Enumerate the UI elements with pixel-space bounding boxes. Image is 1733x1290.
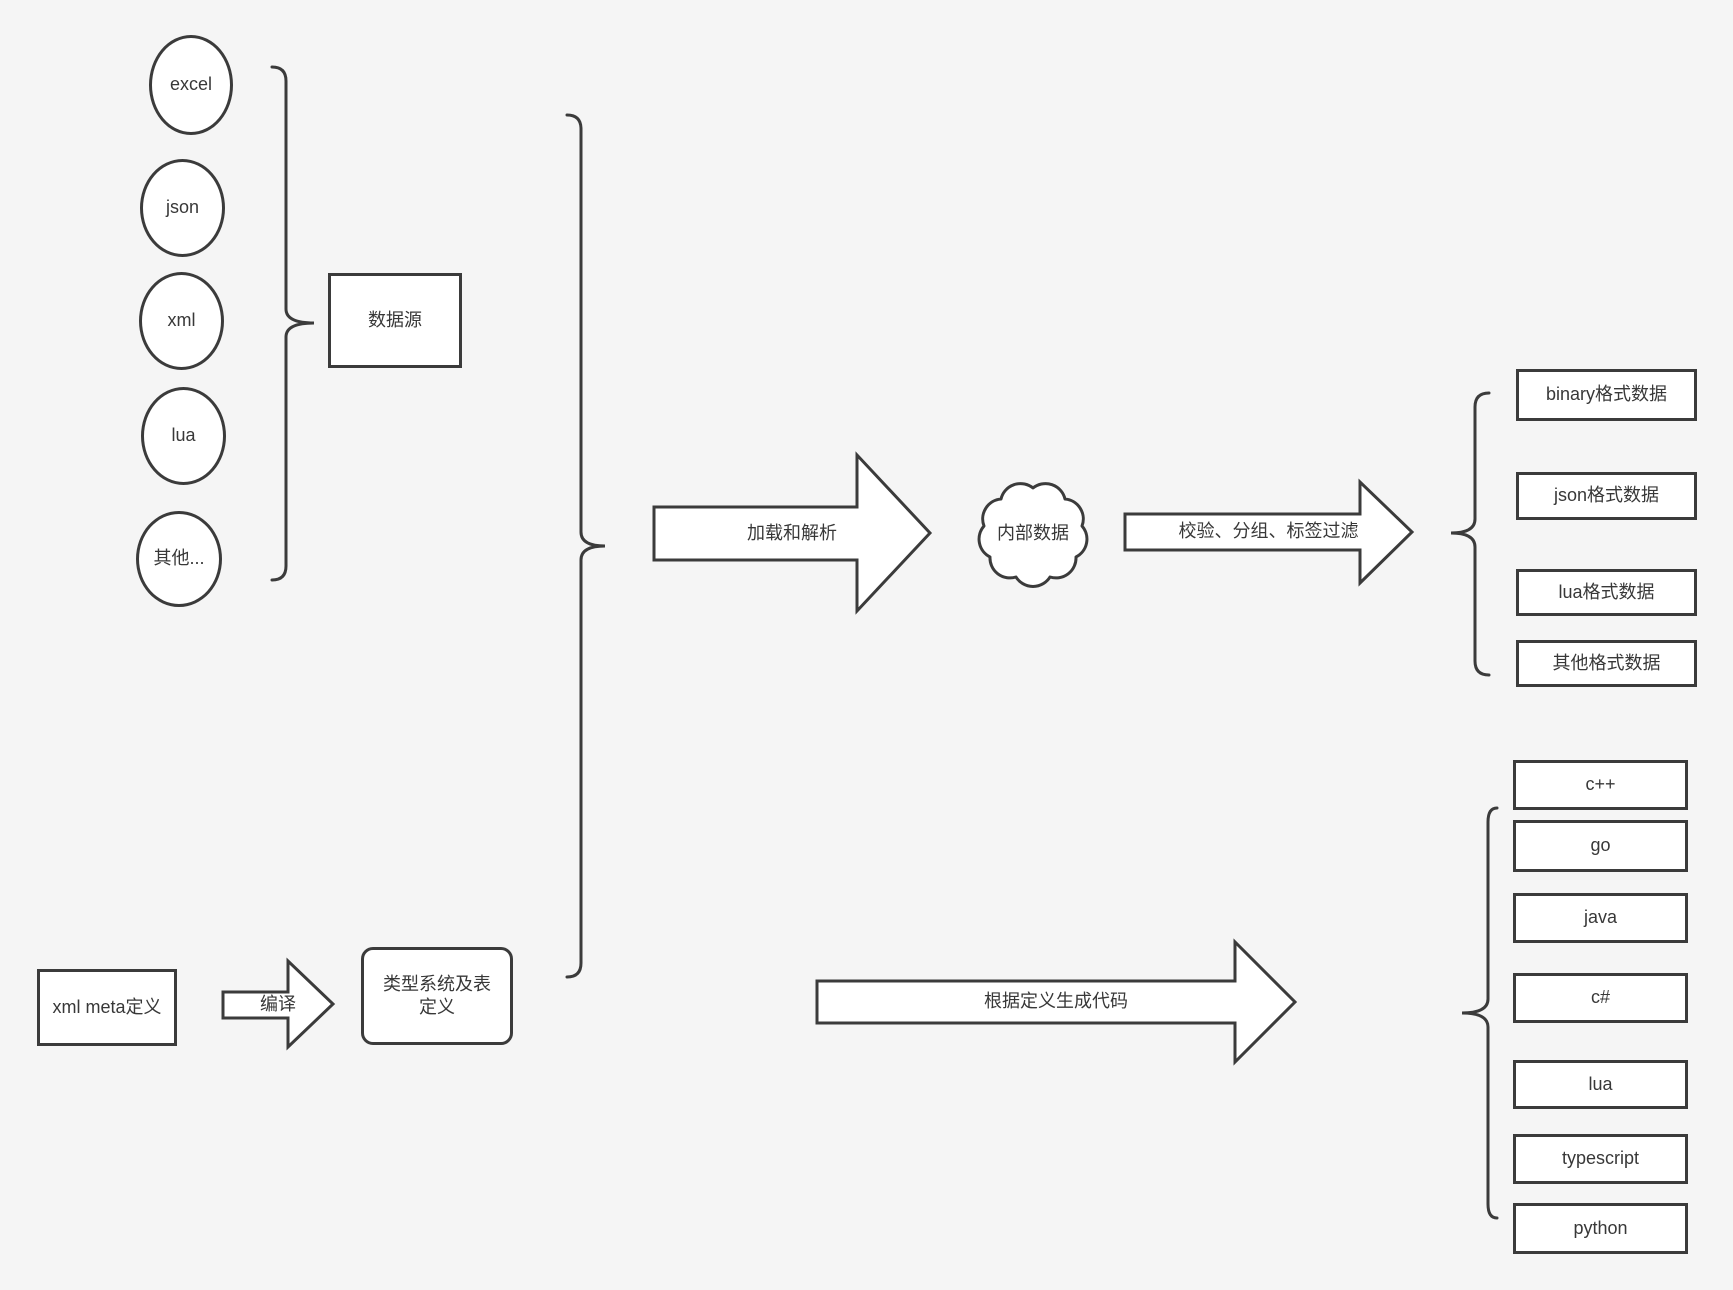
sources-group-brace: [272, 67, 314, 580]
format-box-binary: binary格式数据: [1516, 369, 1697, 421]
source-node-xml: xml: [139, 272, 224, 370]
format-box-json: json格式数据: [1516, 472, 1697, 520]
source-node-lua: lua: [141, 387, 226, 485]
type-system-box: 类型系统及表定义: [361, 947, 513, 1045]
language-box-java: java: [1513, 893, 1688, 943]
format-box-other: 其他格式数据: [1516, 640, 1697, 687]
language-box-python: python: [1513, 1203, 1688, 1254]
language-box-go: go: [1513, 820, 1688, 872]
source-node-excel: excel: [149, 35, 233, 135]
language-box-lua: lua: [1513, 1060, 1688, 1109]
source-node-json: json: [140, 159, 225, 257]
xml-meta-definition-box: xml meta定义: [37, 969, 177, 1046]
filter-arrow-shape: [1125, 482, 1412, 583]
generate-arrow-shape: [817, 942, 1295, 1062]
type-system-label: 类型系统及表定义: [383, 973, 491, 1017]
source-node-other: 其他...: [136, 511, 222, 607]
xml-meta-definition-label: xml meta定义: [52, 996, 162, 1017]
format-box-lua: lua格式数据: [1516, 569, 1697, 616]
languages-group-brace: [1462, 808, 1497, 1218]
language-box-cpp: c++: [1513, 760, 1688, 810]
data-source-group-box: 数据源: [328, 273, 462, 368]
language-box-csharp: c#: [1513, 973, 1688, 1023]
pipeline-input-brace: [567, 115, 605, 977]
internal-data-cloud-shape: [979, 484, 1087, 587]
compile-arrow-shape: [223, 961, 333, 1047]
language-box-typescript: typescript: [1513, 1134, 1688, 1184]
load-parse-arrow-shape: [654, 455, 930, 611]
formats-group-brace: [1451, 393, 1489, 675]
